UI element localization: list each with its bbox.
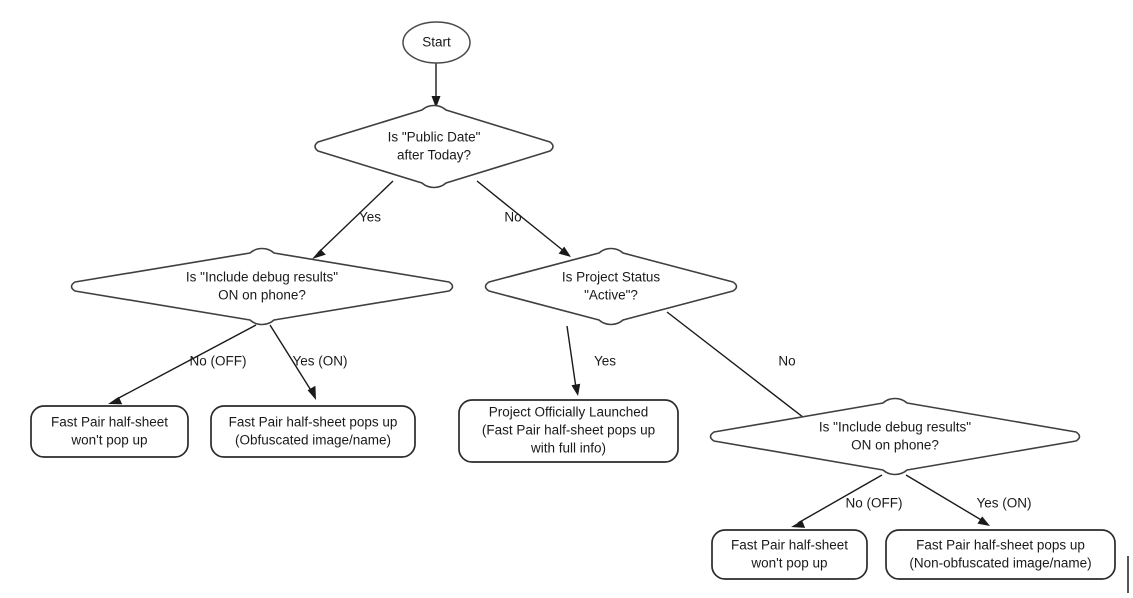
- node-debug-results-right-decision[interactable]: Is "Include debug results" ON on phone?: [709, 397, 1081, 476]
- node-public-date-line1: Is "Public Date": [388, 130, 481, 145]
- node-public-date-decision[interactable]: Is "Public Date" after Today?: [314, 104, 554, 189]
- node-debug-results-right-line1: Is "Include debug results": [819, 420, 971, 435]
- node-no-popup-left[interactable]: Fast Pair half-sheet won't pop up: [30, 405, 189, 458]
- node-non-obfuscated-popup-line2: (Non-obfuscated image/name): [909, 556, 1091, 571]
- edge-label-debug-left-no: No (OFF): [190, 354, 247, 369]
- node-debug-results-left-line1: Is "Include debug results": [186, 270, 338, 285]
- node-project-launched-line2: (Fast Pair half-sheet pops up: [482, 423, 655, 438]
- edge-label-debug-left-yes: Yes (ON): [292, 354, 347, 369]
- edge-label-debug-right-yes: Yes (ON): [976, 496, 1031, 511]
- node-no-popup-right[interactable]: Fast Pair half-sheet won't pop up: [711, 529, 868, 580]
- node-project-launched-line1: Project Officially Launched: [489, 405, 649, 420]
- node-debug-results-left-decision[interactable]: Is "Include debug results" ON on phone?: [70, 247, 454, 326]
- node-project-launched[interactable]: Project Officially Launched (Fast Pair h…: [458, 399, 679, 463]
- node-no-popup-right-line2: won't pop up: [750, 556, 827, 571]
- node-obfuscated-popup-line1: Fast Pair half-sheet pops up: [229, 415, 398, 430]
- node-non-obfuscated-popup-line1: Fast Pair half-sheet pops up: [916, 538, 1085, 553]
- edge-start-to-public-date: [431, 63, 441, 108]
- edge-public-date-yes: Yes: [312, 180, 394, 259]
- node-non-obfuscated-popup[interactable]: Fast Pair half-sheet pops up (Non-obfusc…: [885, 529, 1116, 580]
- node-obfuscated-popup-line2: (Obfuscated image/name): [235, 433, 391, 448]
- edge-label-public-date-yes: Yes: [359, 210, 381, 225]
- edge-public-date-no: No: [476, 180, 571, 257]
- node-no-popup-left-line1: Fast Pair half-sheet: [51, 415, 168, 430]
- node-no-popup-right-line1: Fast Pair half-sheet: [731, 538, 848, 553]
- edge-label-project-status-no: No: [778, 354, 795, 369]
- node-debug-results-left-line2: ON on phone?: [218, 288, 306, 303]
- edge-debug-left-no: No (OFF): [108, 324, 257, 405]
- edge-label-public-date-no: No: [504, 210, 521, 225]
- node-debug-results-right-line2: ON on phone?: [851, 438, 939, 453]
- node-no-popup-left-line2: won't pop up: [70, 433, 147, 448]
- edge-label-debug-right-no: No (OFF): [846, 496, 903, 511]
- node-obfuscated-popup[interactable]: Fast Pair half-sheet pops up (Obfuscated…: [210, 405, 416, 458]
- edge-project-status-yes: Yes: [566, 325, 616, 396]
- edge-debug-right-no: No (OFF): [791, 474, 903, 528]
- node-project-status-decision[interactable]: Is Project Status "Active"?: [484, 247, 738, 326]
- node-public-date-line2: after Today?: [397, 148, 471, 163]
- node-project-launched-line3: with full info): [530, 441, 606, 456]
- edge-debug-right-yes: Yes (ON): [905, 474, 1032, 526]
- node-project-status-line1: Is Project Status: [562, 270, 661, 285]
- node-project-status-line2: "Active"?: [584, 288, 638, 303]
- edge-debug-left-yes: Yes (ON): [269, 324, 348, 400]
- edge-label-project-status-yes: Yes: [594, 354, 616, 369]
- node-start[interactable]: Start: [402, 21, 471, 64]
- node-start-label: Start: [422, 35, 451, 50]
